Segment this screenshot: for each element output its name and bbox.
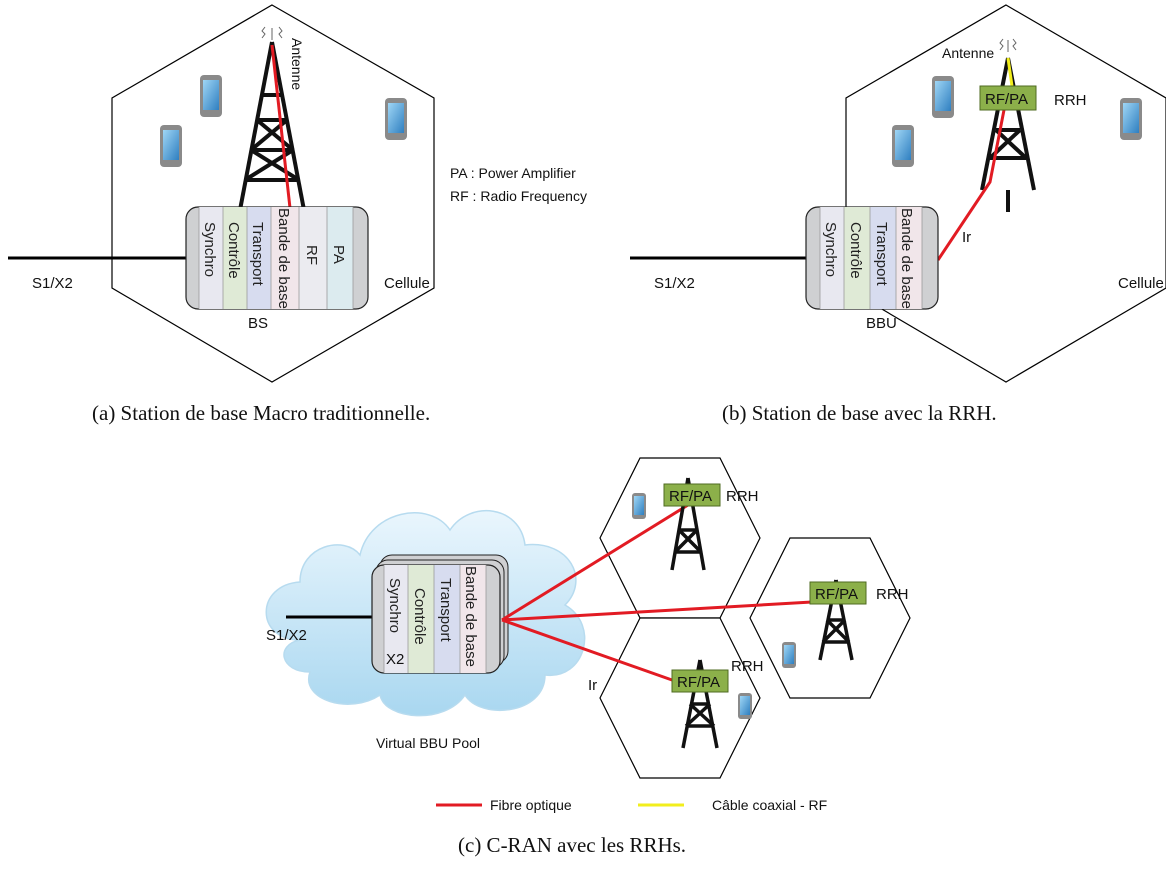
rrh-label: RRH (731, 658, 764, 675)
cell-label: Cellule (384, 275, 430, 292)
fiber-links (501, 503, 813, 682)
caption-b: (b) Station de base avec la RRH. (722, 401, 997, 425)
rfpa-box (809, 581, 867, 605)
layer-rf: RF (303, 245, 320, 265)
cell-hexagon (111, 4, 435, 383)
phone-icon (160, 125, 182, 167)
panel-b: S1/X2 Cellule Antenne RF/PA RRH Ir (630, 4, 1166, 425)
fiber-link (270, 44, 292, 209)
cell-label: Cellule (1118, 275, 1164, 292)
layer-synchro: Synchro (201, 222, 218, 277)
abbrev-rf: RF : Radio Frequency (450, 188, 587, 204)
cell-hexagon (845, 4, 1166, 383)
phone-icon (738, 693, 752, 719)
phone-icon (782, 642, 796, 668)
s1x2-label: S1/X2 (32, 275, 73, 292)
caption-a: (a) Station de base Macro traditionnelle… (92, 401, 430, 425)
pool-label: Virtual BBU Pool (376, 735, 480, 751)
ir-label: Ir (962, 229, 971, 246)
rfpa-box (663, 483, 721, 507)
legend-fiber-label: Fibre optique (490, 797, 572, 813)
layer-transport: Transport (249, 222, 266, 286)
antenna-label: Antenne (289, 38, 305, 90)
layer-controle: Contrôle (411, 588, 428, 645)
layer-synchro: Synchro (822, 222, 839, 277)
fiber-link (936, 109, 1006, 261)
layer-transport: Transport (437, 578, 454, 642)
bbu-pool-stack: Synchro Contrôle Transport Bande de base (371, 554, 509, 674)
layer-bande-de-base: Bande de base (898, 208, 915, 309)
rrh-label: RRH (1054, 92, 1087, 109)
layer-controle: Contrôle (225, 222, 242, 279)
antenna-tower-icon (980, 57, 1036, 212)
layer-bande-de-base: Bande de base (462, 566, 479, 667)
phone-icon (632, 493, 646, 519)
legend-coax-label: Câble coaxial - RF (712, 797, 827, 813)
layer-controle: Contrôle (847, 222, 864, 279)
rfpa-label: RF/PA (985, 91, 1028, 108)
signal-icon (261, 26, 283, 40)
x2-label: X2 (386, 651, 404, 668)
layer-transport: Transport (873, 222, 890, 286)
rfpa-box (671, 669, 729, 693)
phone-icon (200, 75, 222, 117)
abbrev-pa: PA : Power Amplifier (450, 165, 576, 181)
panel-a: S1/X2 Cellule Antenne (8, 4, 587, 425)
caption-c: (c) C-RAN avec les RRHs. (458, 833, 686, 857)
cell-hexagon (599, 457, 761, 619)
unit-label: BBU (866, 315, 897, 332)
cell-hexagon (599, 617, 761, 779)
signal-icon (999, 38, 1017, 52)
rfpa-label: RF/PA (815, 586, 858, 603)
rrh-label: RRH (876, 586, 909, 603)
s1x2-label: S1/X2 (654, 275, 695, 292)
phone-icon (892, 125, 914, 167)
rfpa-box (979, 85, 1037, 111)
bbu-unit: Synchro Contrôle Transport Bande de base (805, 206, 939, 310)
phone-icon (1120, 98, 1142, 140)
layer-synchro: Synchro (386, 578, 403, 633)
phone-icon (385, 98, 407, 140)
panel-c: S1/X2 Virtual BBU Pool Synchro Contrôle … (265, 457, 911, 857)
ir-label: Ir (588, 677, 597, 694)
layer-bande-de-base: Bande de base (275, 208, 292, 309)
s1x2-label: S1/X2 (266, 627, 307, 644)
phone-icon (932, 76, 954, 118)
antenna-label: Antenne (942, 45, 994, 61)
coax-link (1006, 57, 1014, 87)
bs-unit: Synchro Contrôle Transport Bande de base… (185, 206, 369, 310)
rfpa-label: RF/PA (677, 674, 720, 691)
unit-label: BS (248, 315, 268, 332)
rrh-label: RRH (726, 488, 759, 505)
layer-pa: PA (330, 245, 347, 264)
rfpa-label: RF/PA (669, 488, 712, 505)
